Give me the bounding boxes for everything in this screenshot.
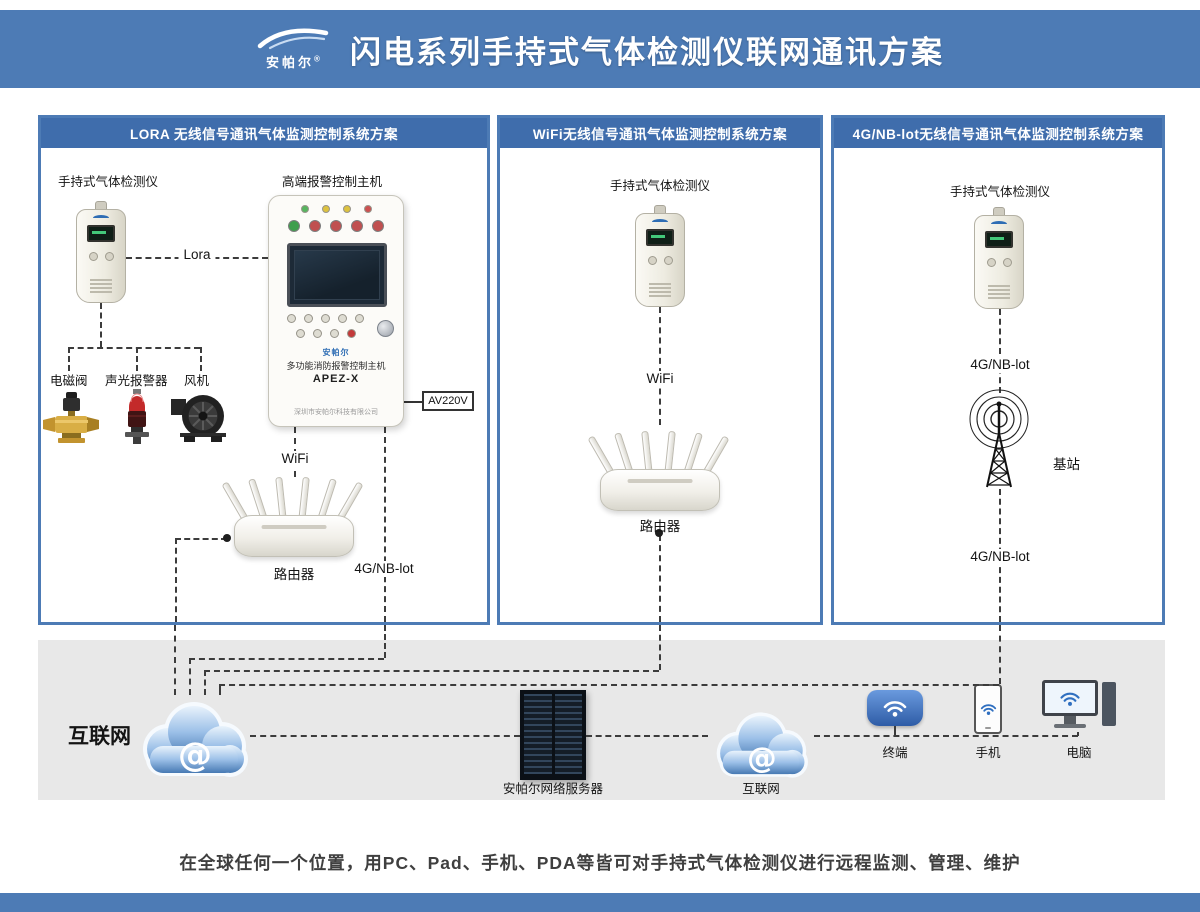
wifi-label: WiFi <box>276 451 314 468</box>
internet-cloud-icon: @ <box>716 712 808 778</box>
host-screen <box>287 243 387 307</box>
panel-4g-nb: 4G/NB-lot无线信号通讯气体监测控制系统方案 手持式气体检测仪 4G/NB… <box>831 115 1165 625</box>
pc-monitor <box>1042 680 1098 716</box>
panel-lora-title: LORA 无线信号通讯气体监测控制系统方案 <box>41 118 487 148</box>
computer-icon <box>1042 680 1116 732</box>
connector-line <box>68 347 200 349</box>
junction-dot <box>655 529 663 537</box>
wifi-icon <box>980 704 996 715</box>
router-label: 路由器 <box>639 519 681 534</box>
solenoid-valve-icon <box>43 392 99 443</box>
connector-line <box>659 307 661 425</box>
pc-tower <box>1102 682 1116 726</box>
panel-lora: LORA 无线信号通讯气体监测控制系统方案 手持式气体检测仪 高端报警控制主机 … <box>38 115 490 625</box>
connector-line <box>100 303 102 347</box>
connector-line <box>175 538 227 540</box>
host-knob <box>377 320 394 337</box>
host-button-row3 <box>275 329 377 338</box>
nb-label-bottom: 4G/NB-lot <box>965 549 1035 566</box>
terminal-icon <box>867 690 923 726</box>
junction-dot <box>223 534 231 542</box>
host-button-row <box>269 220 403 232</box>
panel-wifi-title: WiFi无线信号通讯气体监测控制系统方案 <box>500 118 820 148</box>
at-symbol: @ <box>178 735 212 775</box>
brand-name: 安帕尔® <box>266 54 320 70</box>
router-label: 路由器 <box>273 567 315 582</box>
nb-label-top: 4G/NB-lot <box>965 357 1035 374</box>
lora-link-label: Lora <box>178 247 216 264</box>
detector-label: 手持式气体检测仪 <box>609 179 711 193</box>
alarm-label: 声光报警器 <box>105 374 168 388</box>
nb-label: 4G/NB-lot <box>349 561 419 578</box>
power-label: AV220V <box>422 391 474 411</box>
host-name: 多功能消防报警控制主机 <box>286 361 386 371</box>
router-icon <box>587 427 730 511</box>
internet-label-left: 互联网 <box>68 725 131 748</box>
handheld-detector-icon <box>635 205 685 307</box>
wifi-label: WiFi <box>641 371 679 388</box>
connector-line <box>200 347 202 371</box>
page-title: 闪电系列手持式气体检测仪联网通讯方案 <box>350 34 944 70</box>
header-bar: 安帕尔® 闪电系列手持式气体检测仪联网通讯方案 <box>0 10 1200 88</box>
host-company: 深圳市安帕尔科技有限公司 <box>294 409 378 416</box>
base-station-tower-icon <box>969 389 1029 488</box>
detector-label: 手持式气体检测仪 <box>58 175 159 189</box>
valve-label: 电磁阀 <box>50 374 88 388</box>
host-label: 高端报警控制主机 <box>282 175 383 189</box>
host-model: APEZ-X <box>312 373 360 385</box>
detector-label: 手持式气体检测仪 <box>949 185 1051 199</box>
internet-label-mid: 互联网 <box>742 782 780 796</box>
connector-line <box>175 538 177 622</box>
at-symbol: @ <box>747 741 777 775</box>
registered-mark: ® <box>314 54 320 64</box>
footer-bar <box>0 893 1200 912</box>
internet-zone: 互联网 @ 安帕尔网络服务器 <box>38 640 1165 800</box>
footer-caption: 在全球任何一个位置，用PC、Pad、手机、PDA等皆可对手持式气体检测仪进行远程… <box>179 853 1021 873</box>
wifi-icon <box>1060 692 1080 706</box>
connector-line <box>384 427 386 622</box>
phone-label: 手机 <box>975 746 1001 760</box>
sound-light-alarm-icon <box>125 389 149 444</box>
wifi-icon <box>883 701 907 717</box>
base-station-label: 基站 <box>1053 457 1080 472</box>
computer-label: 电脑 <box>1066 746 1092 760</box>
host-button-row2 <box>275 314 377 323</box>
connector-line <box>999 309 1001 393</box>
handheld-detector-icon <box>974 207 1024 309</box>
router-icon <box>221 473 364 557</box>
server-label: 安帕尔网络服务器 <box>502 782 604 796</box>
connector-line <box>136 347 138 371</box>
fan-label: 风机 <box>184 374 210 388</box>
terminal-label: 终端 <box>882 746 908 760</box>
panel-wifi: WiFi无线信号通讯气体监测控制系统方案 手持式气体检测仪 WiFi 路由器 <box>497 115 823 625</box>
phone-icon <box>974 684 1002 734</box>
internet-cloud-icon: @ <box>143 702 248 777</box>
fan-icon <box>171 395 226 442</box>
connector-line <box>68 347 70 371</box>
power-connector-line <box>404 401 422 403</box>
panel-4g-title: 4G/NB-lot无线信号通讯气体监测控制系统方案 <box>834 118 1162 148</box>
brand-logo: 安帕尔® <box>256 28 330 71</box>
connector-line <box>659 535 661 622</box>
server-icon <box>520 690 586 780</box>
alarm-host-device: 安帕尔 多功能消防报警控制主机 APEZ-X 深圳市安帕尔科技有限公司 <box>268 195 404 427</box>
host-brand: 安帕尔 <box>322 348 350 357</box>
swoosh-icon <box>257 28 329 49</box>
handheld-detector-icon <box>76 201 126 303</box>
indicator-lights <box>269 205 403 213</box>
